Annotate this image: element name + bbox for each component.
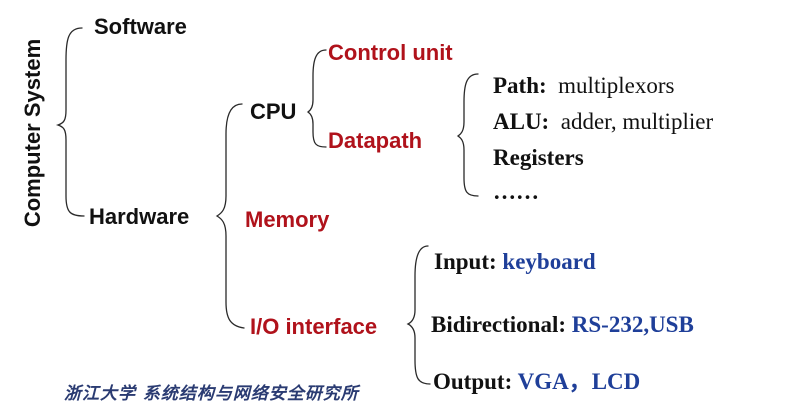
- cpu-node: CPU: [250, 99, 297, 124]
- datapath-item-label: Registers: [493, 145, 584, 170]
- root-label: Computer System: [20, 38, 45, 228]
- brace-computer-system: [55, 27, 85, 217]
- io-item-output: Output: VGA，LCD: [433, 370, 640, 393]
- brace-datapath: [456, 73, 479, 197]
- control-unit-node: Control unit: [328, 40, 453, 65]
- datapath-node: Datapath: [328, 128, 423, 153]
- datapath-item-ellipsis: ……: [493, 180, 539, 203]
- brace-cpu: [306, 49, 327, 148]
- memory-node: Memory: [245, 207, 330, 232]
- io-item-input: Input: keyboard: [434, 250, 596, 273]
- datapath-item-value: multiplexors: [558, 73, 675, 98]
- io-item-value: RS-232,USB: [571, 312, 694, 337]
- io-item-bidirectional: Bidirectional: RS-232,USB: [431, 313, 694, 336]
- datapath-item-label: Path:: [493, 73, 547, 98]
- datapath-item-alu: ALU: adder, multiplier: [493, 110, 713, 133]
- brace-io-interface: [406, 245, 431, 385]
- datapath-item-label: ALU:: [493, 109, 550, 134]
- datapath-item-value: adder, multiplier: [560, 109, 714, 134]
- watermark-text: 浙江大学 系统结构与网络安全研究所: [64, 384, 359, 404]
- io-item-value: keyboard: [502, 249, 596, 274]
- io-item-label: Bidirectional:: [431, 312, 567, 337]
- datapath-item-label: ……: [493, 179, 539, 204]
- io-item-label: Output:: [433, 369, 513, 394]
- io-item-label: Input:: [434, 249, 497, 274]
- datapath-item-path: Path: multiplexors: [493, 74, 674, 97]
- datapath-item-registers: Registers: [493, 146, 584, 169]
- io-interface-node: I/O interface: [250, 314, 378, 339]
- brace-hardware: [215, 103, 245, 329]
- io-item-value: VGA，LCD: [517, 369, 641, 394]
- hardware-node: Hardware: [89, 204, 190, 229]
- software-node: Software: [94, 14, 187, 39]
